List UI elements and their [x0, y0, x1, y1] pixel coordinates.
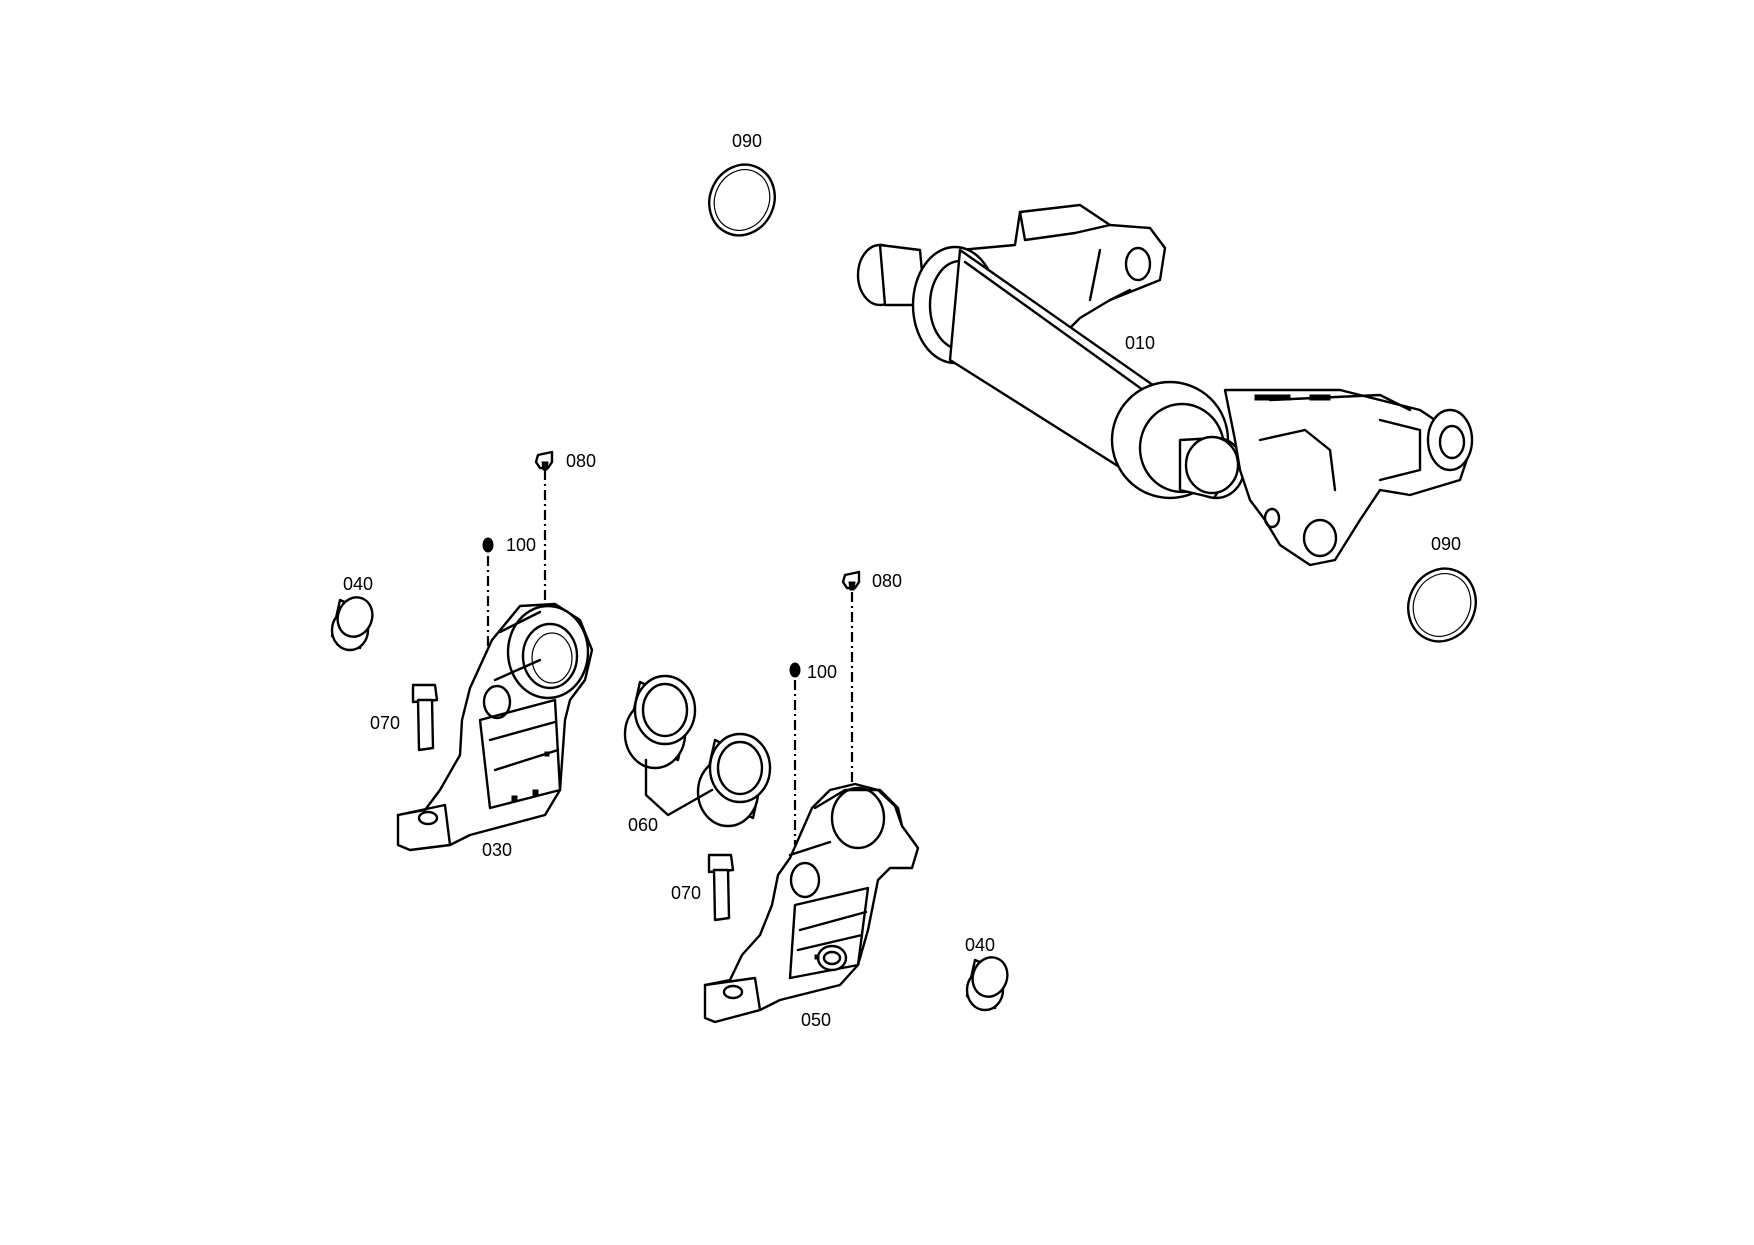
- bracket-030: [396, 602, 594, 852]
- label-090-right: 090: [1431, 534, 1462, 554]
- o-ring-090-top: [708, 163, 776, 237]
- fittings-left: [482, 450, 554, 660]
- label-080-left: 080: [566, 451, 597, 471]
- label-100-right: 100: [807, 662, 838, 682]
- label-030: 030: [482, 840, 513, 860]
- bushing-040-right: [965, 956, 1009, 1012]
- label-070-left: 070: [370, 713, 401, 733]
- label-070-right: 070: [671, 883, 702, 903]
- bolt-070-right: [707, 853, 735, 922]
- bushing-040-left: [330, 596, 374, 652]
- label-050: 050: [801, 1010, 832, 1030]
- label-100-left: 100: [506, 535, 537, 555]
- label-080-right: 080: [872, 571, 903, 591]
- label-010: 010: [1125, 333, 1156, 353]
- bracket-050: [703, 782, 920, 1024]
- bolt-070-left: [411, 683, 439, 752]
- label-090-top: 090: [732, 131, 763, 151]
- bushings-060: [623, 674, 772, 828]
- o-ring-090-right: [1407, 567, 1477, 643]
- label-060: 060: [628, 815, 659, 835]
- fittings-right: [789, 570, 861, 845]
- label-040-left: 040: [343, 574, 374, 594]
- axle-arm-010: [856, 203, 1474, 567]
- label-040-right: 040: [965, 935, 996, 955]
